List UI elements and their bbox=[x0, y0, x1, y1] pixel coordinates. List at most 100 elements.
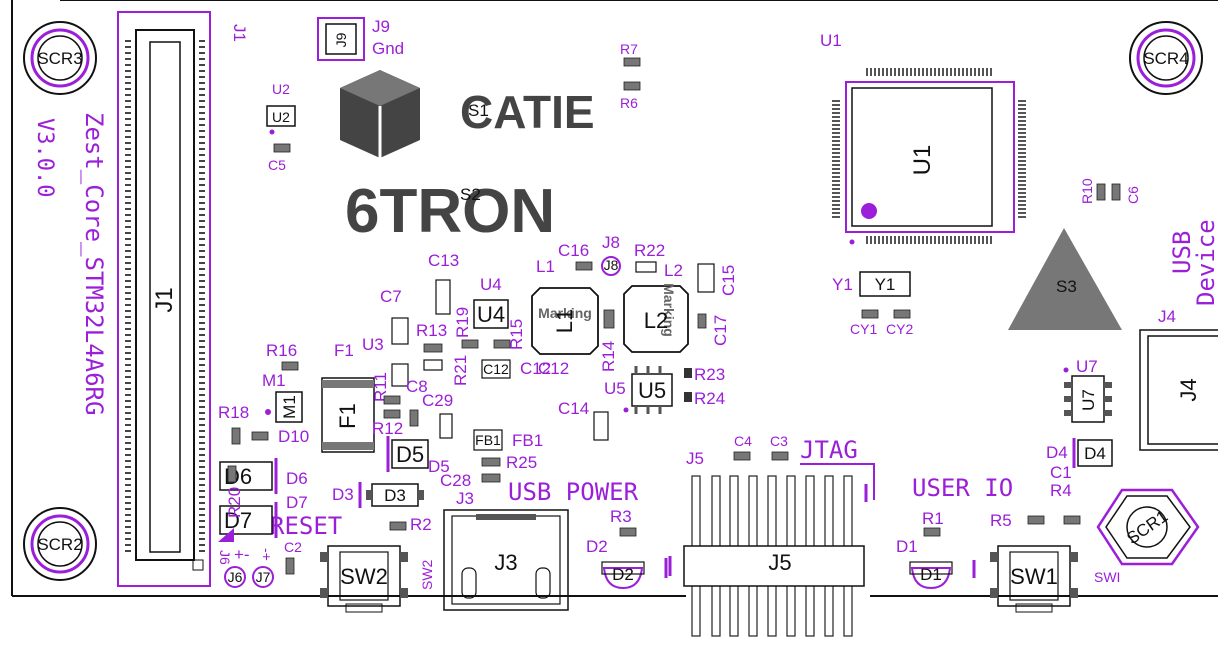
u3-label: U3 bbox=[362, 335, 384, 354]
r22-label: R22 bbox=[634, 241, 665, 260]
board-version: V3.0.0 bbox=[32, 118, 57, 197]
c14-label: C14 bbox=[558, 399, 589, 418]
ic-u5: U5 U5 bbox=[604, 366, 673, 414]
r5-label: R5 bbox=[990, 511, 1012, 530]
pol-label: +- bbox=[234, 545, 250, 564]
l2-label: L2 bbox=[664, 261, 683, 280]
j5-label: J5 bbox=[686, 449, 704, 468]
fb1-inner: FB1 bbox=[475, 432, 501, 448]
c28-label: C28 bbox=[440, 471, 471, 490]
c13-label: C13 bbox=[428, 251, 459, 270]
d3-label: D3 bbox=[332, 485, 354, 504]
gnd-label: Gnd bbox=[372, 39, 404, 58]
u1-top-label: U1 bbox=[820, 31, 842, 50]
d7-label: D7 bbox=[286, 493, 308, 512]
c16-label: C16 bbox=[558, 241, 589, 260]
device-label: Device bbox=[1192, 219, 1218, 306]
d1-inner: D1 bbox=[920, 565, 942, 584]
usb-power-label: USB POWER bbox=[508, 478, 639, 506]
c12-inner: C12 bbox=[483, 361, 509, 377]
c4-label: C4 bbox=[734, 433, 752, 449]
r12-label: R12 bbox=[372, 419, 403, 438]
6tron-logo: 6TRON S2 bbox=[345, 177, 555, 246]
c12-alt: C12 bbox=[538, 359, 569, 378]
connector-j5: JTAG C4 C3 J5 J5 bbox=[668, 433, 875, 637]
m1-inner: M1 bbox=[280, 395, 299, 419]
d4-inner: D4 bbox=[1084, 444, 1106, 463]
u7-label: U7 bbox=[1076, 357, 1098, 376]
scr2-label: SCR2 bbox=[37, 535, 82, 554]
sw2-label: SW2 bbox=[419, 559, 435, 590]
r7-label: R7 bbox=[620, 41, 638, 57]
reset-label: RESET bbox=[270, 512, 342, 540]
r2-label: R2 bbox=[410, 515, 432, 534]
c2-label: C2 bbox=[284, 539, 302, 555]
mounting-hole-scr1: SCR1 bbox=[1096, 488, 1200, 566]
c1-label: C1 bbox=[1050, 463, 1072, 482]
j1-center-label: J1 bbox=[151, 287, 178, 312]
test-point-j9: J9 J9 Gnd bbox=[317, 17, 404, 61]
y1-inner: Y1 bbox=[875, 275, 896, 294]
j3-label: J3 bbox=[456, 489, 474, 508]
c15-label: C15 bbox=[719, 265, 738, 296]
u4-inner: U4 bbox=[477, 302, 505, 327]
fb1-label: FB1 bbox=[512, 431, 543, 450]
d7-inner: D7 bbox=[224, 508, 252, 533]
jtag-label: JTAG bbox=[800, 436, 858, 464]
d3-inner: D3 bbox=[384, 486, 406, 505]
c29-label: C29 bbox=[422, 391, 453, 410]
r15-label: R15 bbox=[507, 319, 526, 350]
c7-label: C7 bbox=[380, 287, 402, 306]
j8-inner: J8 bbox=[604, 257, 619, 273]
j8-label: J8 bbox=[602, 233, 620, 252]
l2-inner: L2 bbox=[644, 308, 668, 333]
d2-inner: D2 bbox=[612, 565, 634, 584]
f1-label: F1 bbox=[334, 341, 354, 360]
r13-label: R13 bbox=[416, 321, 447, 340]
sw2-inner: SW2 bbox=[340, 564, 388, 589]
j9-inner-label: J9 bbox=[333, 32, 349, 47]
j1-top-label: J1 bbox=[230, 24, 249, 42]
r4-label: R4 bbox=[1050, 481, 1072, 500]
r1-label: R1 bbox=[922, 509, 944, 528]
j4-inner: J4 bbox=[1176, 378, 1201, 401]
y1-label: Y1 bbox=[832, 275, 853, 294]
mounting-hole-scr3: SCR3 bbox=[23, 21, 97, 95]
r3-label: R3 bbox=[610, 507, 632, 526]
r14-label: R14 bbox=[599, 341, 618, 372]
d6-label: D6 bbox=[286, 469, 308, 488]
d1-label: D1 bbox=[896, 537, 918, 556]
button-sw1: SW1 SWI bbox=[990, 545, 1120, 613]
connector-j4: J4 J4 bbox=[1139, 307, 1218, 451]
u2-label: U2 bbox=[272, 81, 290, 97]
s3-label: S3 bbox=[1056, 277, 1077, 296]
c17-label: C17 bbox=[711, 315, 730, 346]
brand-bottom: 6TRON bbox=[345, 177, 555, 246]
cy2-label: CY2 bbox=[886, 321, 913, 337]
d5-inner: D5 bbox=[396, 442, 424, 467]
c12-label: C12 bbox=[520, 359, 551, 378]
s2-label: S2 bbox=[460, 185, 481, 204]
u5-label: U5 bbox=[604, 379, 626, 398]
u2-inner: U2 bbox=[272, 109, 290, 125]
scr1-label: SCR1 bbox=[1123, 507, 1171, 549]
u1-inner: U1 bbox=[909, 145, 936, 176]
sw1-label: SWI bbox=[1094, 569, 1120, 585]
mcu-u1: U1 U1 bbox=[820, 31, 1026, 245]
ic-u7: U7 U7 bbox=[1063, 357, 1112, 423]
r11-label: R11 bbox=[371, 372, 390, 402]
scr3-label: SCR3 bbox=[37, 49, 82, 68]
l1-marking: Marking bbox=[538, 305, 592, 321]
esd-warning-icon: S3 bbox=[1008, 228, 1122, 330]
d4-label: D4 bbox=[1046, 443, 1068, 462]
d2-label: D2 bbox=[586, 537, 608, 556]
connector-j1: J1 J1 bbox=[117, 11, 249, 587]
d5-label: D5 bbox=[428, 457, 450, 476]
catie-logo: CATIE S1 bbox=[340, 70, 595, 158]
r10-label: R10 bbox=[1079, 178, 1095, 204]
u2-body bbox=[266, 105, 296, 127]
pol2-label: -+ bbox=[259, 548, 275, 561]
j7-inner: J7 bbox=[256, 569, 271, 585]
j6-label: J6 bbox=[217, 550, 233, 565]
